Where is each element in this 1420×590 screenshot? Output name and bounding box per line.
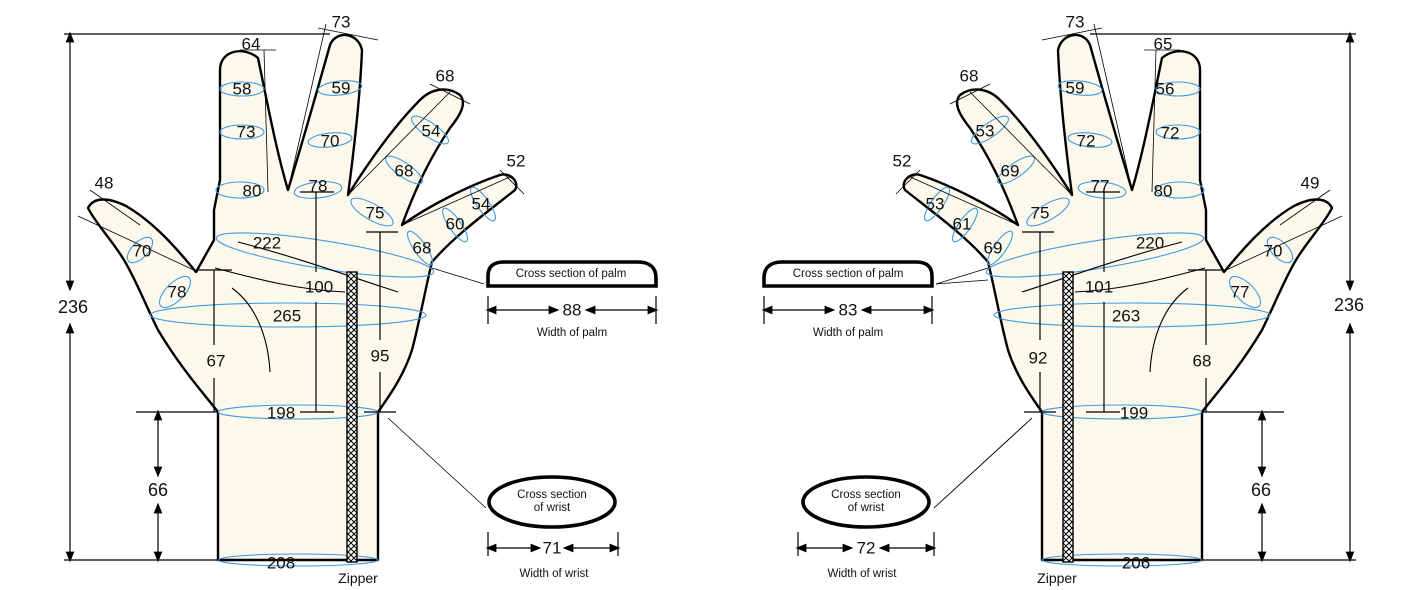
right-thumb-mid-value: 70 xyxy=(1264,242,1283,261)
left-wrist-section-label-2: of wrist xyxy=(534,502,571,514)
right-cuff-length-value: 66 xyxy=(1251,480,1271,500)
right-ring-upper-value: 53 xyxy=(976,122,995,141)
right-circumference-rings xyxy=(923,80,1294,567)
right-ring-base-value: 75 xyxy=(1031,204,1050,223)
right-little-tip-value: 52 xyxy=(893,152,912,171)
right-palm-width-caption: Width of palm xyxy=(813,327,883,339)
left-middle-upper-value: 59 xyxy=(332,79,351,98)
right-little-mid-value: 61 xyxy=(953,215,972,234)
right-middle-mid-value: 72 xyxy=(1077,132,1096,151)
right-middle-tip-value: 73 xyxy=(1066,13,1085,32)
right-wrist-section: Cross section of wrist 72 Width of wrist xyxy=(795,475,937,580)
right-palm-knuckle-value: 220 xyxy=(1136,234,1164,253)
left-zipper xyxy=(346,271,358,563)
right-middle-upper-value: 59 xyxy=(1066,79,1085,98)
left-little-upper-value: 54 xyxy=(472,195,491,214)
left-hand-outline xyxy=(86,33,518,562)
right-zipper xyxy=(1062,271,1074,563)
left-cuff-width-value: 208 xyxy=(267,554,295,573)
left-palm-thumb-value: 265 xyxy=(273,307,301,326)
right-wrist-width-value: 72 xyxy=(857,539,876,558)
left-middle-mid-value: 70 xyxy=(321,132,340,151)
left-middle-tip-value: 73 xyxy=(332,13,351,32)
left-palm-section: Cross section of palm 88 Width of palm xyxy=(485,260,659,339)
right-palm-thumb-value: 263 xyxy=(1112,307,1140,326)
left-hand-labels: 64 73 68 52 48 58 73 80 59 70 78 54 68 7… xyxy=(58,13,525,587)
right-palm-section: Cross section of palm 83 Width of palm xyxy=(761,260,935,339)
left-index-to-wrist-value: 95 xyxy=(371,347,390,366)
left-wrist-section-label-1: Cross section xyxy=(517,489,587,501)
left-thumb-tip-value: 48 xyxy=(95,174,114,193)
right-cuff-width-value: 206 xyxy=(1122,554,1150,573)
left-ring-tip-value: 68 xyxy=(436,67,455,86)
left-middle-to-wrist-value: 100 xyxy=(305,278,333,297)
right-middle-base-value: 77 xyxy=(1091,177,1110,196)
left-index-upper-value: 58 xyxy=(233,80,252,99)
left-index-tip-value: 64 xyxy=(242,35,261,54)
left-thumb-base-value: 78 xyxy=(168,283,187,302)
right-palm-section-label: Cross section of palm xyxy=(793,268,904,280)
right-zipper-label: Zipper xyxy=(1037,570,1077,586)
right-hand-glove xyxy=(895,23,1356,567)
right-wrist-section-label-2: of wrist xyxy=(848,502,885,514)
left-wrist-value: 198 xyxy=(267,404,295,423)
left-middle-base-value: 78 xyxy=(309,177,328,196)
left-little-base-value: 68 xyxy=(413,239,432,258)
right-overall-length-value: 236 xyxy=(1334,295,1364,315)
left-thumb-mid-value: 70 xyxy=(133,242,152,261)
left-ring-upper-value: 54 xyxy=(422,122,441,141)
right-index-to-wrist-value: 92 xyxy=(1029,349,1048,368)
left-overall-length-value: 236 xyxy=(58,297,88,317)
right-little-upper-value: 53 xyxy=(926,195,945,214)
right-index-mid-value: 72 xyxy=(1161,124,1180,143)
right-thumb-to-wrist-value: 68 xyxy=(1193,352,1212,371)
right-hand-outline xyxy=(902,33,1334,562)
left-little-tip-value: 52 xyxy=(507,152,526,171)
right-palm-width-value: 83 xyxy=(839,301,858,320)
right-hand-labels: 56 72 80 65 73 59 72 77 68 53 69 75 52 5… xyxy=(893,13,1364,587)
left-zipper-label: Zipper xyxy=(338,570,378,586)
left-cuff-length-value: 66 xyxy=(148,480,168,500)
right-middle-to-wrist-value: 101 xyxy=(1085,278,1113,297)
right-index-tip-value: 65 xyxy=(1154,35,1173,54)
right-index-upper-value: 56 xyxy=(1156,80,1175,99)
left-palm-width-value: 88 xyxy=(563,301,582,320)
left-index-base-value: 80 xyxy=(243,182,262,201)
left-wrist-section: Cross section of wrist 71 Width of wrist xyxy=(485,475,621,580)
left-hand-glove xyxy=(64,23,525,567)
left-little-mid-value: 60 xyxy=(446,215,465,234)
left-wrist-width-caption: Width of wrist xyxy=(519,568,589,580)
right-ring-mid-value: 69 xyxy=(1001,162,1020,181)
right-ring-tip-value: 68 xyxy=(960,67,979,86)
left-thumb-to-wrist-value: 67 xyxy=(207,352,226,371)
right-thumb-base-value: 77 xyxy=(1231,283,1250,302)
right-index-base-value: 80 xyxy=(1154,182,1173,201)
right-thumb-tip-value: 49 xyxy=(1301,174,1320,193)
left-palm-section-label: Cross section of palm xyxy=(516,268,627,280)
right-little-base-value: 69 xyxy=(984,239,1003,258)
left-palm-knuckle-value: 222 xyxy=(253,234,281,253)
left-ring-mid-value: 68 xyxy=(395,162,414,181)
right-wrist-section-label-1: Cross section xyxy=(831,489,901,501)
left-wrist-width-value: 71 xyxy=(543,539,562,558)
left-palm-width-caption: Width of palm xyxy=(537,327,607,339)
left-index-mid-value: 73 xyxy=(237,123,256,142)
left-ring-base-value: 75 xyxy=(366,204,385,223)
right-wrist-width-caption: Width of wrist xyxy=(827,568,897,580)
right-wrist-value: 199 xyxy=(1120,404,1148,423)
